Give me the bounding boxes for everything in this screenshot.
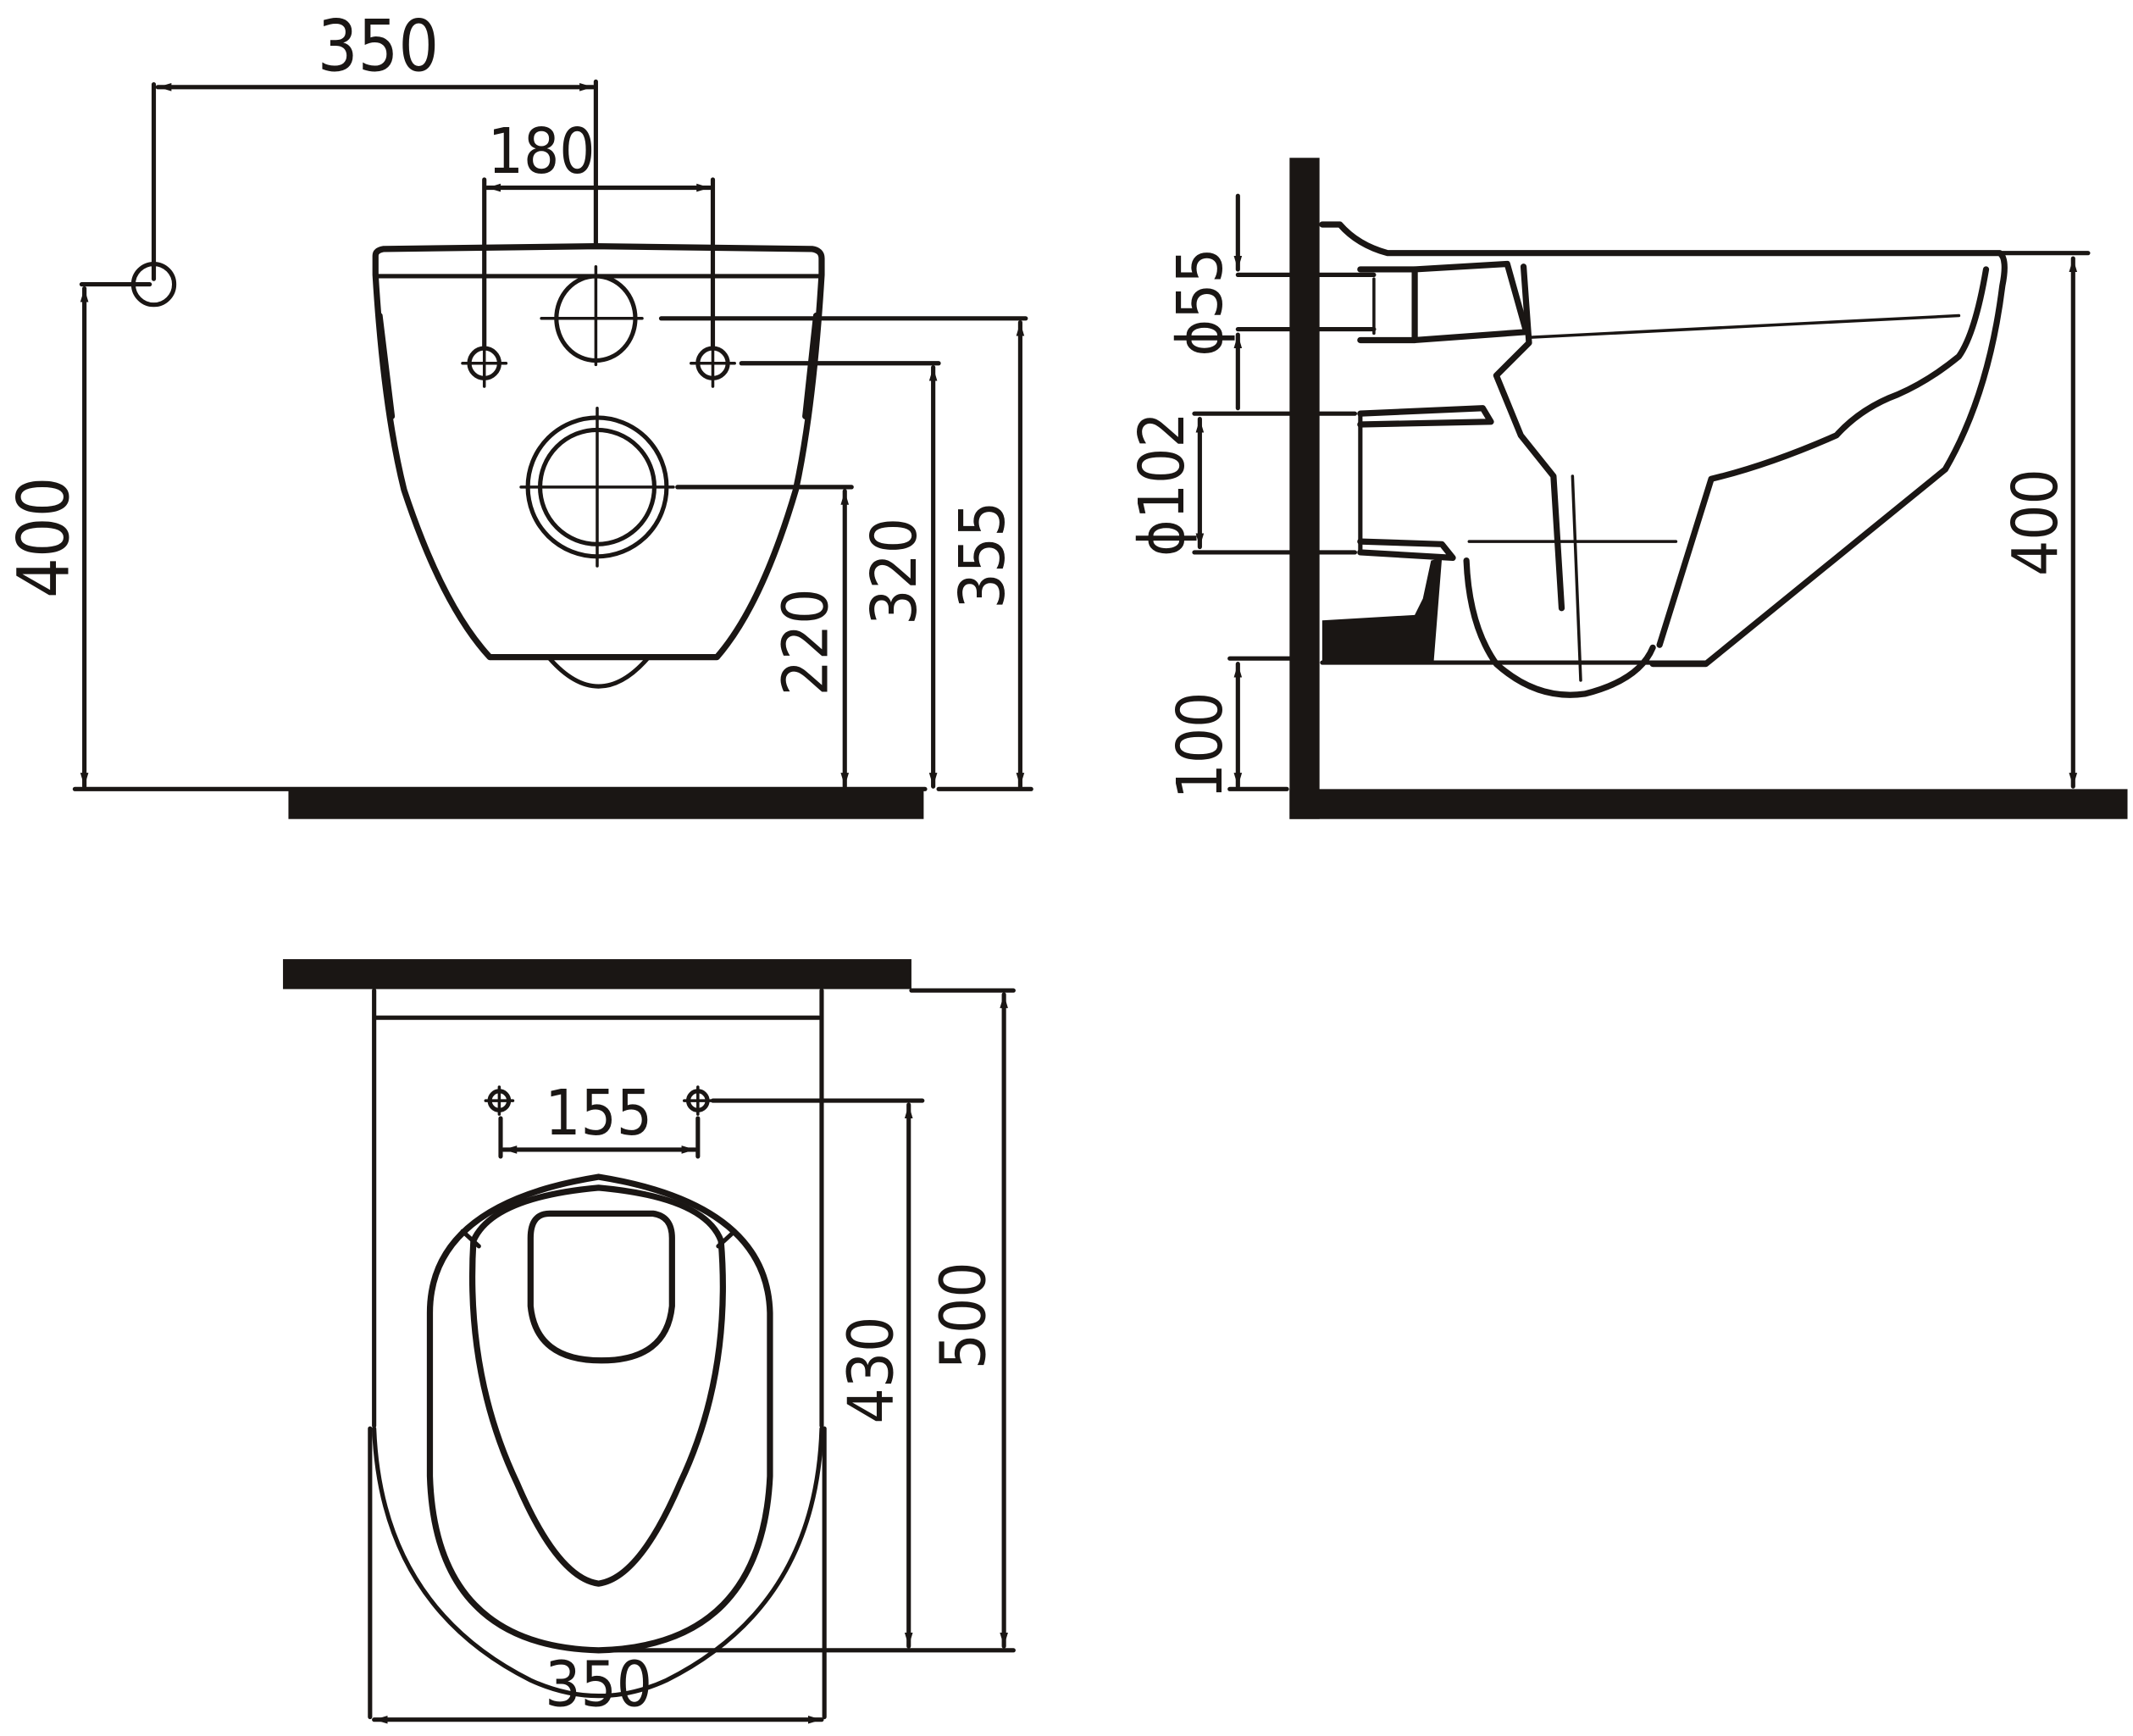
outlet-arc — [547, 656, 650, 689]
dim-180: 180 — [488, 115, 596, 188]
dim-500: 500 — [928, 1262, 1000, 1369]
seat-outer — [426, 1173, 773, 1654]
bowl-section — [1493, 263, 1990, 648]
dim-100: 100 — [1164, 692, 1237, 800]
lid-pad — [527, 1210, 675, 1364]
floor-slab — [288, 789, 924, 819]
dim-355: 355 — [946, 502, 1019, 609]
side-view: ϕ55 ϕ102 100 400 — [1126, 158, 2128, 819]
front-view: 350 180 400 220 320 355 — [2, 5, 1033, 819]
dim-phi55: ϕ55 — [1164, 247, 1237, 356]
dim-320: 320 — [858, 518, 931, 625]
dim-430: 430 — [834, 1317, 907, 1424]
bowl-outline — [372, 243, 825, 661]
floor-slab-side — [1289, 789, 2128, 819]
dim-400-side: 400 — [1999, 469, 2072, 576]
dim-phi102: ϕ102 — [1126, 412, 1199, 557]
dim-350-top: 350 — [545, 1649, 652, 1722]
dim-155: 155 — [545, 1077, 652, 1150]
trap — [1463, 557, 1656, 698]
top-view: 155 430 500 350 — [283, 959, 1016, 1724]
wall-top — [283, 959, 911, 990]
dim-400-front: 400 — [2, 477, 85, 598]
wall — [1289, 158, 1320, 819]
dim-220: 220 — [769, 589, 842, 696]
dim-350-front: 350 — [318, 5, 439, 88]
seat-inner — [468, 1184, 726, 1587]
body-outline — [372, 988, 824, 1699]
